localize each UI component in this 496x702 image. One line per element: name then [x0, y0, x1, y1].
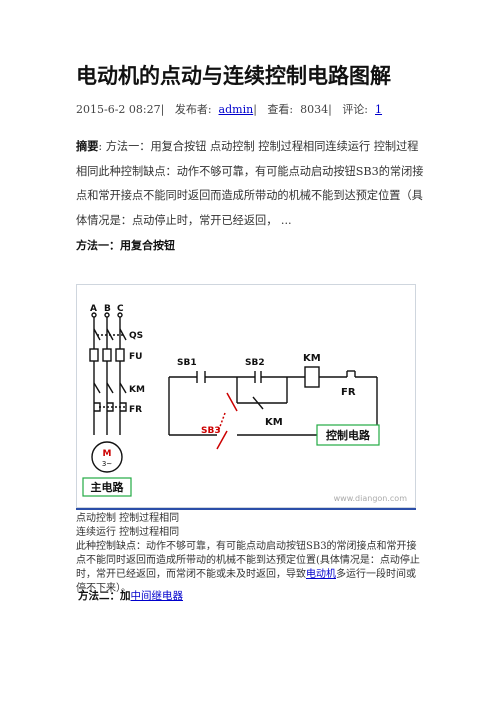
- caption-line-3: 此种控制缺点：动作不够可靠，有可能点动启动按钮SB3的常闭接点和常开接点不能同时…: [76, 540, 424, 596]
- publish-date: 2015-6-2 08:27: [76, 103, 161, 116]
- sb3-label: SB3: [201, 426, 221, 436]
- caption-line-2: 连续运行 控制过程相同: [76, 527, 180, 538]
- km-coil-label: KM: [303, 353, 321, 364]
- diagram-watermark: www.diangon.com: [334, 494, 408, 503]
- comments-label: 评论:: [342, 103, 369, 116]
- circuit-diagram-svg: M 3~ A B C QS FU KM FR 主电路: [82, 304, 408, 503]
- fr-main-label: FR: [129, 405, 142, 415]
- views-count: 8034: [300, 103, 329, 116]
- main-circuit-label: 主电路: [91, 480, 125, 494]
- sb2-label: SB2: [245, 358, 265, 368]
- abstract-label: 摘要: [76, 139, 99, 153]
- control-circuit-label: 控制电路: [326, 428, 371, 442]
- method2-prefix: 方法二：加: [78, 590, 131, 602]
- method1-heading: 方法一：用复合按钮: [76, 239, 175, 252]
- motor-phase-label: 3~: [102, 460, 112, 468]
- article-abstract: 摘要: 方法一：用复合按钮 点动控制 控制过程相同连续运行 控制过程相同此种控制…: [76, 134, 424, 233]
- relay-link[interactable]: 中间继电器: [130, 590, 184, 602]
- diagram-underline: [76, 508, 416, 510]
- phase-b-label: B: [104, 304, 111, 314]
- diagram-caption: 点动控制 控制过程相同 连续运行 控制过程相同 此种控制缺点：动作不够可靠，有可…: [76, 512, 424, 596]
- qs-label: QS: [129, 331, 143, 341]
- fu-label: FU: [129, 352, 142, 362]
- km-aux-label: KM: [265, 417, 283, 428]
- comments-link[interactable]: 1: [375, 103, 383, 116]
- motor-m-label: M: [103, 449, 112, 459]
- method2-heading: 方法二：加中间继电器: [78, 588, 183, 603]
- publisher-link[interactable]: admin: [218, 103, 254, 116]
- article-title: 电动机的点动与连续控制电路图解: [76, 64, 391, 88]
- abstract-text: : 方法一：用复合按钮 点动控制 控制过程相同连续运行 控制过程相同此种控制缺点…: [76, 140, 424, 227]
- publisher-label: 发布者:: [174, 103, 212, 116]
- km-main-label: KM: [129, 385, 145, 395]
- phase-a-label: A: [90, 304, 97, 314]
- fr-control-label: FR: [341, 387, 356, 398]
- motor-link[interactable]: 电动机: [306, 569, 336, 580]
- article-meta: 2015-6-2 08:27| 发布者: admin| 查看: 8034| 评论…: [76, 103, 383, 116]
- caption-line-1: 点动控制 控制过程相同: [76, 513, 180, 524]
- sb1-label: SB1: [177, 358, 197, 368]
- circuit-diagram: M 3~ A B C QS FU KM FR 主电路: [76, 284, 416, 508]
- phase-c-label: C: [117, 304, 124, 314]
- views-label: 查看:: [267, 103, 294, 116]
- caption-text-pre: 此种控制缺点：动作不够可靠，有可能点动启动按钮SB3的常闭接点和常开接点不能同时…: [76, 541, 420, 580]
- caption-text-post: 多运行一段时间或停不下来）。: [76, 569, 416, 594]
